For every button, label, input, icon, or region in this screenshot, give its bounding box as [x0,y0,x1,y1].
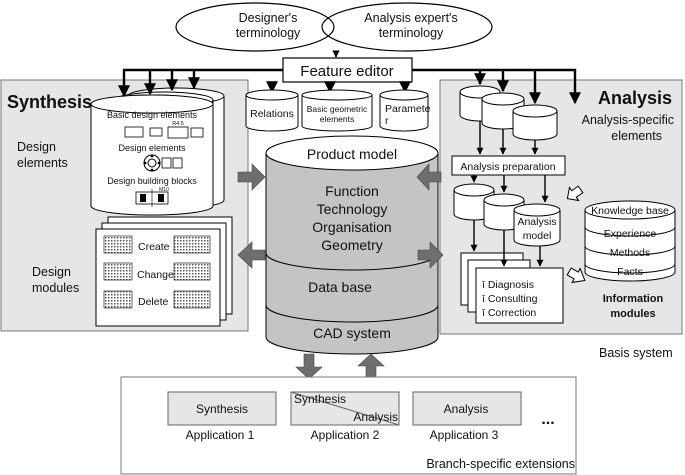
information-modules-label-2: modules [610,308,655,320]
feature-editor-box [282,57,413,83]
synthesis-title: Synthesis [7,92,92,112]
delete-action-label: Delete [138,296,169,308]
information-modules-label-1: Information [603,293,664,305]
analysis-model-label-1: Analysis [517,216,556,228]
relations-cylinder [245,89,299,132]
application-2-divider [290,391,400,426]
analysis-model-cylinders [453,183,561,247]
building-block-glyph: M10 [135,187,169,207]
analysis-preparation-label: Analysis preparation [460,161,555,173]
synthesis-panel: Synthesis Design elements Design modules… [0,79,249,332]
technology-label: Technology [317,201,388,217]
knowledge-exchange-arrow-upper [566,185,584,202]
parameter-label-2: r [385,115,389,127]
synthesis-to-model-arrow [237,163,266,191]
create-action-label: Create [138,241,170,253]
basic-design-elements-glyph: R4.5 [124,121,204,139]
svg-text:R4.5: R4.5 [172,121,184,127]
application-1-box [167,391,277,426]
design-building-blocks-label: Design building blocks [107,176,197,186]
analysis-to-model-arrow [416,163,442,191]
application-1-box-label: Synthesis [196,402,248,416]
design-module-drawings [103,235,211,309]
cad-system-label: CAD system [313,325,391,341]
product-model-label: Product model [307,146,397,162]
model-to-synthesis-arrow [237,241,266,269]
basic-geometric-cylinder [301,89,373,132]
design-modules-label-2: modules [32,281,79,295]
analysis-panel: Analysis Analysis-specific elements Anal… [439,79,683,335]
editor-distribution-arrows [118,68,581,105]
analysis-flow-arrows [470,121,549,267]
gray-exchange-arrows [237,163,444,380]
facts-label: Facts [617,266,643,278]
basic-geometric-label-2: elements [320,114,355,124]
knowledge-exchange-arrow-lower [566,267,586,284]
application-2-box-bottom: Analysis [353,410,398,424]
analysis-title: Analysis [598,88,672,108]
model-to-analysis-arrow [417,241,444,269]
product-model-cylinder [265,135,439,355]
diagnosis-label: ī Diagnosis [482,279,534,291]
design-elements-label-2: elements [17,156,68,170]
designer-terminology-label-2: terminology [236,26,301,40]
experience-label: Experience [604,228,657,240]
svg-text:M10: M10 [159,187,169,193]
application-3-box [412,391,522,426]
analysis-preparation-box [451,155,566,176]
basis-system-label: Basis system [599,346,673,360]
cad-down-arrow [295,353,323,380]
feature-editor-label: Feature editor [300,63,393,80]
geometry-label: Geometry [321,237,382,253]
knowledge-base-label: Knowledge base [591,205,669,217]
methods-label: Methods [610,247,650,259]
expert-terminology-label-1: Analysis expert's [364,11,457,25]
data-base-label: Data base [308,279,372,295]
analysis-model-label-2: model [523,230,552,242]
analysis-element-cylinders [459,85,558,141]
basic-design-elements-label: Basic design elements [107,110,198,120]
parameter-label-1: Paramete [385,103,431,115]
knowledge-base-cylinder [584,200,676,282]
expert-terminology-ellipse [321,2,493,52]
application-3-box-label: Analysis [444,402,489,416]
organisation-label: Organisation [312,219,391,235]
designer-terminology-label-1: Designer's [239,11,298,25]
design-modules-label-1: Design [32,265,71,279]
analysis-specific-label-2: elements [611,129,662,143]
basic-geometric-label-1: Basic geometric [307,104,368,114]
designer-terminology-ellipse [175,2,335,52]
cad-up-arrow [357,353,385,380]
application-3-label: Application 3 [430,428,499,442]
more-applications-ellipsis: ... [541,411,554,428]
parameter-cylinder [379,89,429,132]
design-elements-label-1: Design [17,140,56,154]
change-action-label: Change [137,269,174,281]
terminology-group: Designer's terminology Analysis expert's… [175,2,493,52]
application-2-box-top: Synthesis [294,392,346,406]
bearing-glyph [143,154,183,172]
consulting-label: ī Consulting [482,293,538,305]
analysis-specific-label-1: Analysis-specific [582,113,674,127]
branch-extensions-label: Branch-specific extensions [426,457,575,471]
relations-label: Relations [250,108,294,120]
expert-terminology-label-2: terminology [379,26,444,40]
analysis-output-pages [460,252,564,324]
correction-label: ī Correction [482,307,536,319]
function-label: Function [325,183,379,199]
design-elements-cyl-label: Design elements [118,143,186,153]
application-2-label: Application 2 [311,428,380,442]
branch-extensions-panel: Synthesis Application 1 Synthesis Analys… [120,376,577,475]
application-1-label: Application 1 [186,428,255,442]
